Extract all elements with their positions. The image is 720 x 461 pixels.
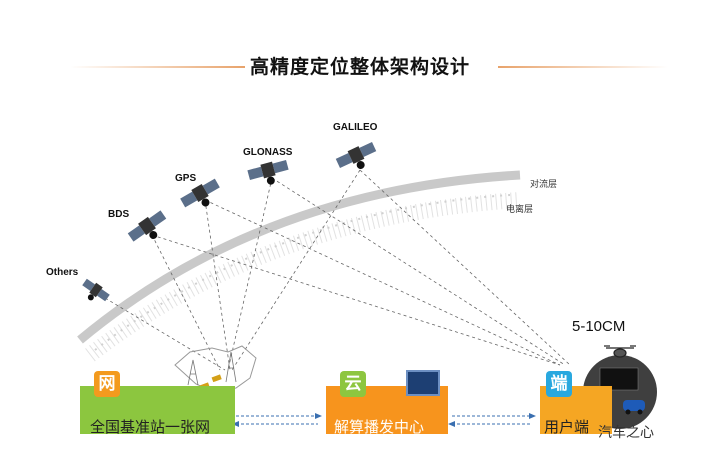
ionosphere-label: 电离层 — [506, 205, 534, 215]
cloud-label: 解算播发中心 — [334, 418, 425, 436]
troposphere-arc — [77, 170, 521, 344]
link-arrows — [236, 415, 532, 425]
satellite-label-bds: BDS — [108, 209, 130, 220]
title-line-left — [70, 66, 245, 68]
satellite-glonass-icon — [247, 159, 289, 185]
satellite-others-icon — [82, 278, 110, 302]
user-badge: 端 — [546, 371, 572, 397]
cloud-badge: 云 — [340, 371, 366, 397]
satellite-galileo-icon — [335, 142, 377, 169]
station-towers — [187, 351, 237, 386]
title-line-right — [498, 66, 668, 68]
network-badge: 网 — [94, 371, 120, 397]
monitor-icon — [406, 370, 440, 396]
arrow-heads — [232, 413, 536, 427]
accuracy-label: 5-10CM — [572, 318, 626, 335]
user-label: 用户端 — [544, 418, 590, 436]
signal-lines — [99, 169, 571, 371]
satellite-label-galileo: GALILEO — [333, 122, 378, 133]
satellite-label-others: Others — [46, 267, 79, 278]
drone-icon — [604, 345, 636, 358]
satellite-gps-icon — [180, 178, 220, 208]
car-icon — [623, 400, 645, 415]
watermark: 汽车之心 — [598, 425, 654, 441]
positioning-device — [599, 367, 639, 391]
satellite-bds-icon — [127, 210, 167, 242]
satellite-label-gps: GPS — [175, 173, 197, 184]
satellite-label-glonass: GLONASS — [243, 147, 293, 158]
page-title: 高精度定位整体架构设计 — [249, 56, 470, 78]
network-label: 全国基准站一张网 — [90, 418, 211, 436]
troposphere-label: 对流层 — [530, 180, 558, 190]
